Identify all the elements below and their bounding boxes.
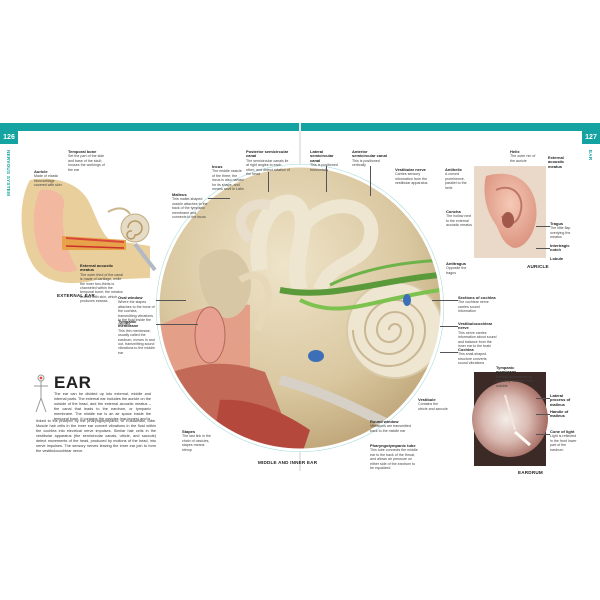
left-running-head: NERVOUS SYSTEM [6, 150, 11, 197]
leader-line [208, 198, 230, 199]
label-intertragic: Intertragic notch [550, 243, 570, 253]
leader-line [536, 434, 550, 435]
caption-eardrum: EARDRUM [518, 470, 543, 475]
right-header-band [301, 123, 600, 131]
caption-external-ear: EXTERNAL EAR [57, 293, 96, 298]
label-external-meatus-right: External acoustic meatus [548, 155, 565, 169]
leader-line [536, 248, 550, 249]
leader-line [440, 326, 458, 327]
leader-line [536, 226, 550, 227]
eardrum-photo [472, 372, 548, 466]
leader-line [536, 414, 550, 415]
skeleton-icon [34, 374, 48, 413]
page-title: EAR [54, 373, 92, 392]
body-paragraph: linked to the pharynx by the pharyngotym… [36, 419, 156, 453]
auricle-photo [474, 166, 546, 258]
leader-line [432, 300, 458, 301]
leader-line [326, 166, 327, 192]
leader-line [370, 166, 371, 196]
leader-line [440, 352, 458, 353]
label-lateral-process: Lateral process of malleus [550, 393, 571, 407]
label-lobule: Lobule [550, 256, 564, 261]
leader-line [156, 300, 186, 301]
intro-paragraph: The ear can be divided up into external,… [54, 392, 151, 421]
left-page-number: 126 [0, 131, 18, 144]
right-running-head: EAR [588, 150, 593, 161]
right-page-number: 127 [582, 131, 600, 144]
caption-middle-inner-ear: MIDDLE AND INNER EAR [258, 460, 318, 465]
caption-auricle: AURICLE [527, 264, 549, 269]
leader-line [268, 172, 269, 192]
label-handle-malleus: Handle of malleus [550, 409, 569, 419]
leader-line [536, 398, 550, 399]
external-ear-illustration [21, 178, 157, 284]
leader-line [156, 324, 198, 325]
middle-inner-ear-illustration [156, 164, 444, 452]
left-header-band [0, 123, 299, 131]
